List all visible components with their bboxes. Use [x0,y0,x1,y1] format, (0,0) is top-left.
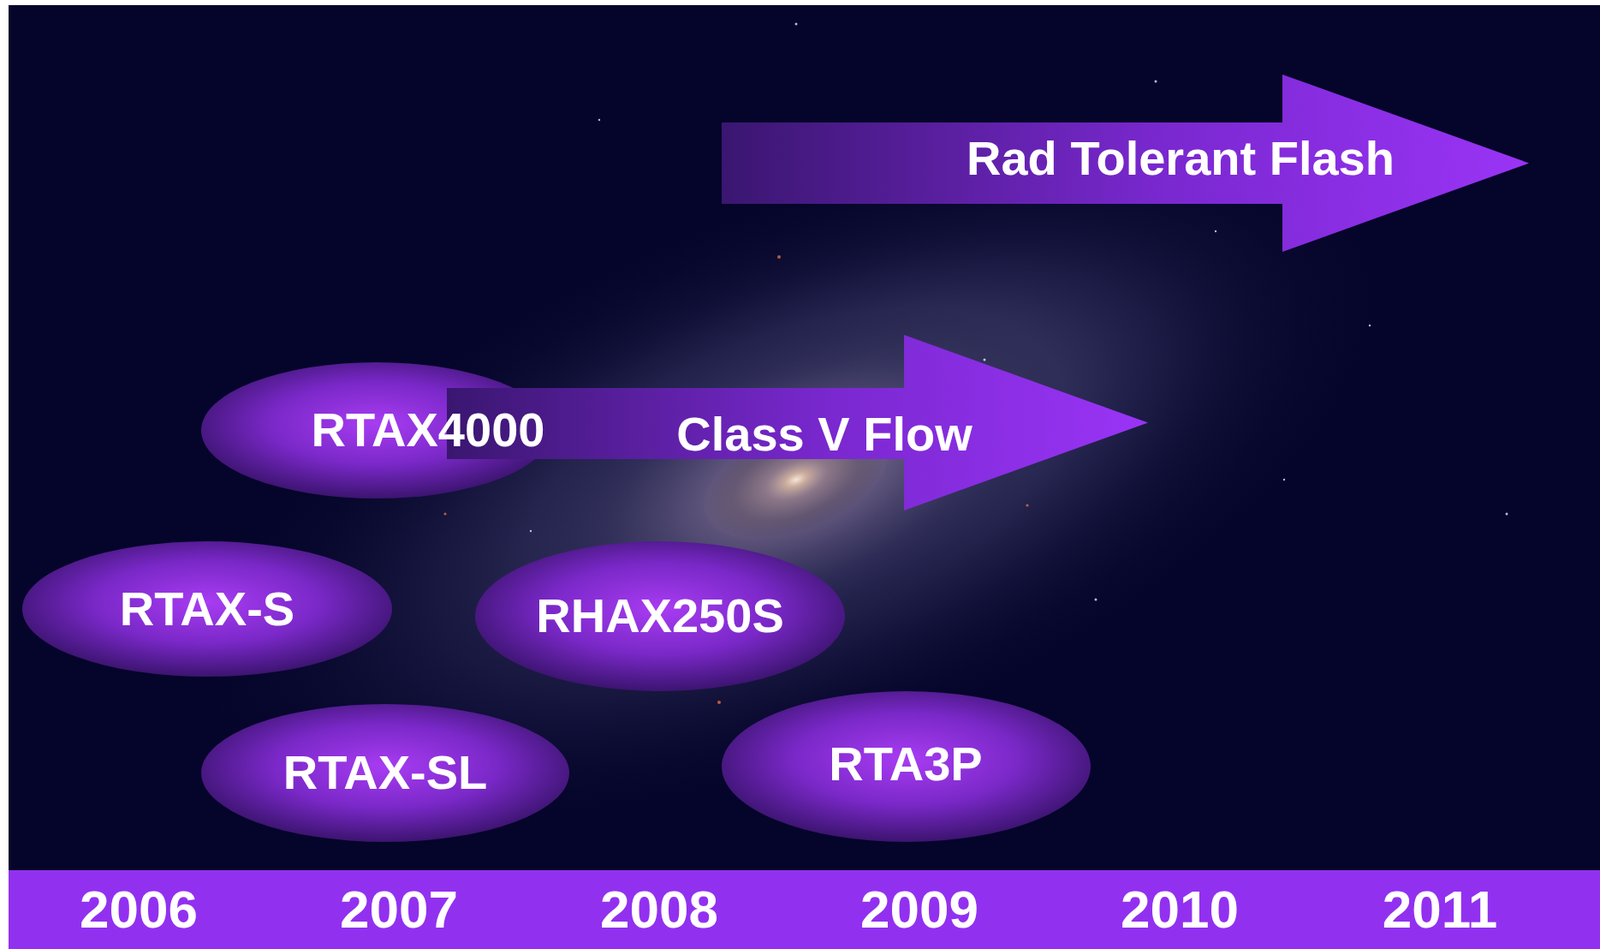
node-label: RTAX-SL [283,745,488,799]
timeline-arrow: Rad Tolerant Flash [721,74,1529,252]
arrow-fill [721,74,1529,252]
node-label: Class V Flow [676,407,972,461]
product-ellipse: RHAX250S [475,541,845,691]
arrow-fill [446,334,1148,511]
year-label: 2007 [339,880,458,939]
year-label: 2006 [79,880,198,939]
year-label: 2011 [1382,880,1499,939]
node-label: RTAX-S [119,582,295,636]
ellipse-fill [475,541,845,691]
ellipse-fill [22,541,393,677]
product-ellipse: RTA3P [721,690,1091,842]
timeline-arrow: Class V Flow [446,334,1148,511]
year-label: 2008 [600,880,719,939]
year-label: 2010 [1120,880,1239,939]
ellipse-fill [201,703,570,842]
product-ellipse: RTAX-S [22,541,393,677]
ellipse-fill [201,362,552,499]
node-label: Rad Tolerant Flash [966,131,1395,185]
year-band [8,869,1600,949]
year-label: 2009 [860,880,979,939]
ellipse-fill [721,690,1091,842]
product-ellipse: RTAX4000 [201,362,552,499]
node-label: RTA3P [828,737,982,791]
node-label: RTAX4000 [311,403,546,457]
product-ellipse: RTAX-SL [201,703,570,842]
node-label: RHAX250S [535,588,784,643]
